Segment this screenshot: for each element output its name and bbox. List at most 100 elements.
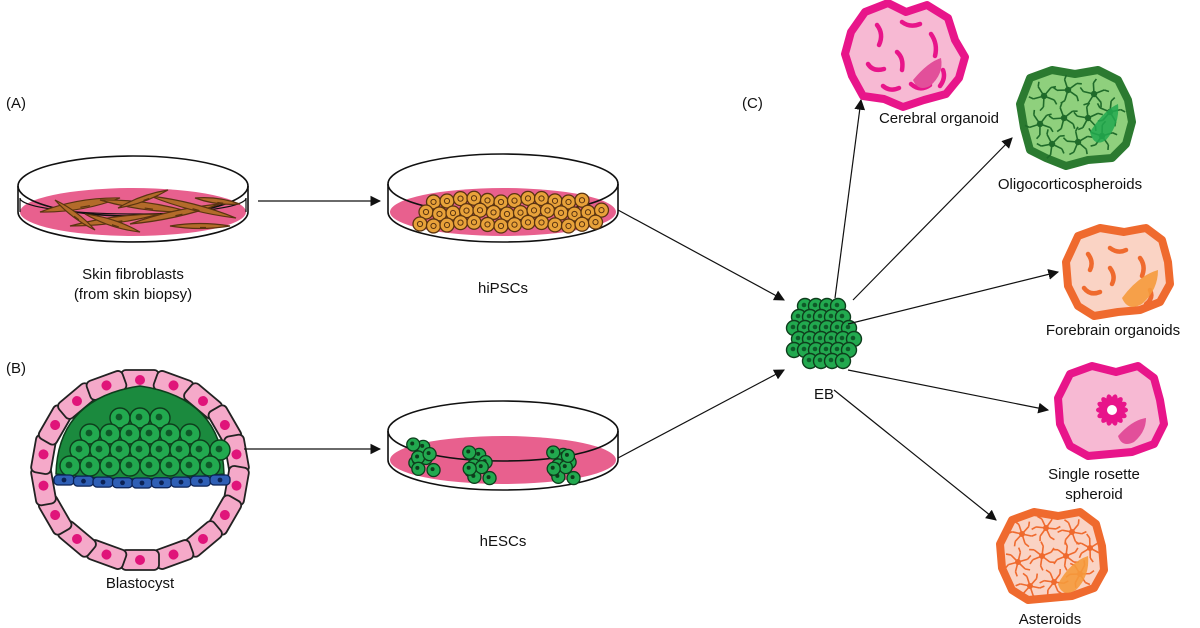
astro-soma (1018, 530, 1025, 537)
embryoid-body (785, 297, 863, 370)
astro-branch (1039, 585, 1045, 589)
hipsc-cell (466, 214, 482, 230)
rosette-cell (1101, 412, 1111, 423)
astro-branch (1007, 531, 1013, 535)
oligo-branch (1090, 144, 1096, 147)
hipsc-cell (547, 217, 563, 233)
oligo-branch (1052, 86, 1058, 91)
hypoblast-nucleus (139, 480, 145, 486)
hipsc-nucleus (530, 207, 538, 214)
eb-nucleus (806, 313, 812, 319)
astro-branch (1013, 541, 1017, 547)
forebrain-label: Forebrain organoids (1046, 322, 1180, 339)
hypoblast-nucleus (178, 479, 184, 485)
astro-branch (1031, 526, 1037, 531)
trophoblast-nucleus (101, 549, 112, 560)
icm-nucleus (125, 429, 133, 437)
icm-nucleus (195, 445, 203, 453)
eb-nucleus (795, 313, 801, 319)
icm-nucleus (135, 413, 143, 421)
trophoblast-nucleus (135, 375, 145, 385)
fibroblast-process (217, 201, 224, 204)
astro-soma (1069, 528, 1076, 535)
hipsc-nucleus (457, 195, 464, 202)
hipsc-nucleus (436, 210, 443, 218)
arrow-eb-to-oligo (852, 137, 1013, 301)
icm-nucleus (215, 445, 223, 453)
arrow-eb-to-rosette (847, 369, 1050, 414)
fibroblast-cell (54, 199, 96, 231)
astro-branch (1089, 570, 1095, 575)
oligo-branch (1046, 129, 1049, 135)
hesc-nucleus (550, 449, 555, 454)
fibroblast-process (143, 197, 150, 201)
icm-nucleus (185, 429, 193, 437)
icm-nucleus (165, 461, 173, 469)
astro-branch (1024, 542, 1030, 548)
hypoblast-nucleus (120, 480, 125, 486)
astro-branch (1015, 583, 1021, 587)
arrow-eb-to-forebrain (847, 269, 1060, 325)
oligo-soma (1090, 90, 1098, 98)
hesc-nucleus (410, 441, 415, 446)
astro-branch (1025, 568, 1031, 571)
hypoblast-nucleus (198, 478, 203, 484)
hesc-nucleus (550, 465, 555, 470)
hesc-nucleus (486, 475, 491, 480)
oligo-soma (1040, 92, 1048, 100)
fibroblast-cell (169, 222, 231, 230)
hipsc-nucleus (511, 221, 518, 228)
hesc-nucleus (466, 449, 471, 454)
hipsc-nucleus (544, 207, 551, 214)
astro-branch (1004, 564, 1009, 569)
rosette-label-2: spheroid (1065, 486, 1123, 503)
icm-nucleus (165, 429, 173, 437)
astro-branch (1005, 553, 1012, 556)
oligo-branch (1077, 126, 1084, 131)
trophoblast-nucleus (219, 420, 230, 430)
astro-branch (1089, 557, 1094, 563)
eb-nucleus (828, 335, 834, 341)
astro-branch (1053, 559, 1058, 565)
oligo-branch (1097, 112, 1104, 116)
trophoblast-cell (183, 520, 223, 558)
oligocorticospheroid (1016, 66, 1136, 170)
astro-branch (1057, 590, 1063, 595)
hipsc-nucleus (497, 198, 505, 206)
eb-nucleus (812, 324, 818, 330)
astro-branch (1064, 541, 1068, 547)
hipsc-nucleus (503, 210, 511, 218)
oligo-branch (1053, 99, 1058, 105)
astro-soma (1063, 552, 1070, 559)
astro-branch (1063, 519, 1069, 524)
astro-soma (1014, 558, 1021, 565)
hesc-nucleus (466, 465, 471, 470)
hipsc-cell (493, 218, 509, 234)
rosette-cell (1101, 397, 1111, 408)
icm-nucleus (155, 445, 163, 453)
hipsc-nucleus (484, 221, 491, 228)
hipsc-nucleus (449, 209, 457, 217)
astro-soma (1039, 552, 1046, 559)
hipsc-cell (412, 216, 428, 232)
hipsc-nucleus (538, 219, 545, 226)
eb-nucleus (806, 357, 812, 363)
eb-nucleus (845, 346, 851, 352)
hipsc-nucleus (484, 197, 491, 204)
eb-nucleus (834, 302, 840, 308)
arrow-eb-to-cerebral (834, 98, 866, 299)
eb-nucleus (828, 313, 834, 319)
astro-soma (1027, 582, 1034, 589)
trophoblast-nucleus (168, 380, 179, 391)
astro-branch (1040, 541, 1044, 547)
hesc-nucleus (570, 475, 575, 480)
fibroblast-process (73, 215, 80, 221)
trophoblast-nucleus (38, 480, 49, 491)
hipsc-nucleus (511, 197, 518, 204)
hipsc-nucleus (443, 221, 451, 229)
trophoblast-nucleus (72, 533, 83, 544)
oligo-branch (1079, 86, 1084, 92)
oligo-branch (1046, 154, 1052, 159)
icm-nucleus (85, 429, 93, 437)
oligo-soma (1060, 114, 1068, 122)
